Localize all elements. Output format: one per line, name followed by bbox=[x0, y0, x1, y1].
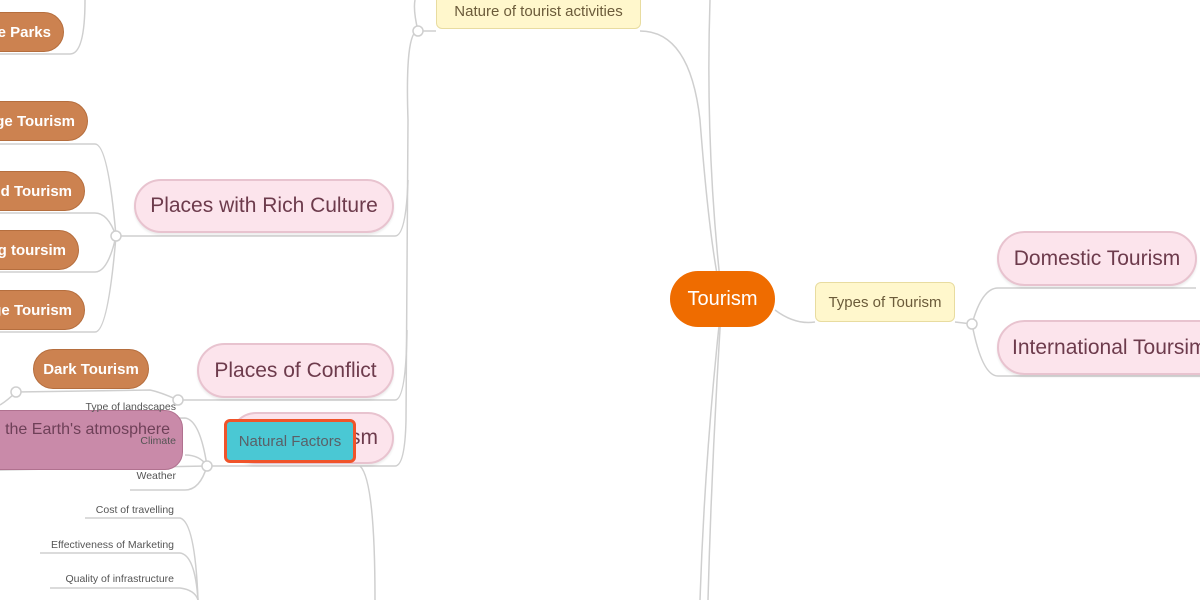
earth-atmosphere-node[interactable]: d the Earth's atmosphere bbox=[0, 410, 183, 470]
culture-child-node[interactable]: ge Tourism bbox=[0, 101, 88, 141]
quality-of-infrastructure-label[interactable]: Quality of infrastructure bbox=[65, 573, 174, 585]
root-node-tourism[interactable]: Tourism bbox=[670, 271, 775, 327]
culture-child-node[interactable]: ge Tourism bbox=[0, 290, 85, 330]
weather-label[interactable]: Weather bbox=[136, 470, 177, 482]
places-with-rich-culture-node[interactable]: Places with Rich Culture bbox=[134, 179, 394, 233]
climate-label[interactable]: Climate bbox=[140, 435, 176, 447]
cost-of-travelling-label[interactable]: Cost of travelling bbox=[95, 504, 174, 516]
international-tourism-node[interactable]: International Toursim bbox=[997, 320, 1200, 375]
domestic-tourism-node[interactable]: Domestic Tourism bbox=[997, 231, 1197, 286]
places-of-conflict-node[interactable]: Places of Conflict bbox=[197, 343, 394, 398]
type-of-landscapes-label[interactable]: Type of landscapes bbox=[85, 401, 176, 413]
culture-child-node[interactable]: g toursim bbox=[0, 230, 79, 270]
dark-tourism-node[interactable]: Dark Tourism bbox=[33, 349, 149, 389]
types-of-tourism-node[interactable]: Types of Tourism bbox=[815, 282, 955, 322]
effectiveness-of-marketing-label[interactable]: Effectiveness of Marketing bbox=[51, 539, 174, 551]
parks-node[interactable]: e Parks bbox=[0, 12, 64, 52]
culture-child-node[interactable]: ed Tourism bbox=[0, 171, 85, 211]
natural-factors-node-selected[interactable]: Natural Factors bbox=[224, 419, 356, 463]
nature-of-tourist-activities-node[interactable]: Nature of tourist activities bbox=[436, 0, 641, 29]
